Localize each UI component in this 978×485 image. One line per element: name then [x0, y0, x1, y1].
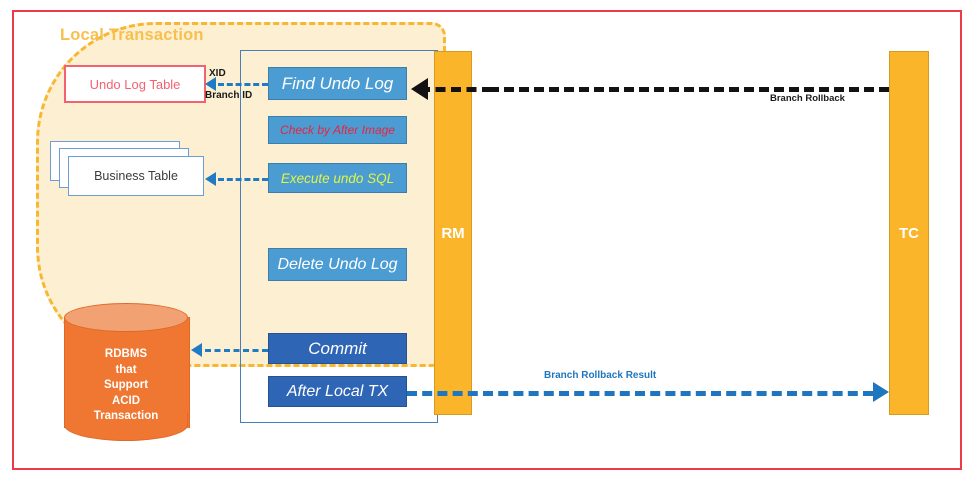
connector-commit-to-rdbms: [205, 349, 268, 352]
connector-branch-rollback-tail: [420, 87, 492, 92]
business-table-card-front: Business Table: [68, 156, 204, 196]
step-delete-undo-log[interactable]: Delete Undo Log: [268, 248, 407, 281]
rdbms-line-5: Transaction: [93, 410, 159, 422]
step-commit[interactable]: Commit: [268, 333, 407, 364]
arrowhead-branch-rollback-result: [873, 382, 889, 402]
local-transaction-label: Local Transaction: [60, 26, 204, 44]
undo-log-table: Undo Log Table: [64, 65, 206, 103]
tc-bar: TC: [889, 51, 929, 415]
business-table-stack: Business Table: [50, 141, 215, 203]
step-commit-label: Commit: [308, 338, 367, 358]
connector-branch-rollback-result: [407, 391, 873, 396]
arrowhead-branch-rollback: [411, 78, 428, 100]
arrowhead-to-rdbms: [191, 343, 202, 357]
rdbms-line-3: Support: [103, 379, 149, 391]
rdbms-cylinder: RDBMS that Support ACID Transaction: [64, 303, 190, 442]
step-find-undo-log-label: Find Undo Log: [281, 73, 394, 93]
step-find-undo-log[interactable]: Find Undo Log: [268, 67, 407, 100]
connector-execute-undo-sql-to-business-table: [218, 178, 268, 181]
rm-bar: RM: [434, 51, 472, 415]
xid-label: XID: [209, 68, 226, 79]
cylinder-body: [64, 317, 190, 428]
step-execute-undo-sql-label: Execute undo SQL: [280, 170, 395, 186]
arrowhead-to-undo-log-table: [205, 77, 216, 91]
business-table-label: Business Table: [94, 169, 178, 183]
rdbms-line-1: RDBMS: [104, 348, 148, 360]
step-after-local-tx[interactable]: After Local TX: [268, 376, 407, 407]
rm-label: RM: [441, 224, 465, 242]
cylinder-bottom: [64, 413, 188, 441]
rm-flow-container: [240, 50, 438, 423]
step-check-by-after-image[interactable]: Check by After Image: [268, 116, 407, 144]
connector-find-undo-log-to-undo-log-table: [218, 83, 268, 86]
rdbms-label: RDBMS that Support ACID Transaction: [64, 347, 188, 425]
branch-id-label: Branch ID: [205, 90, 253, 101]
branch-rollback-result-label: Branch Rollback Result: [544, 370, 657, 381]
step-execute-undo-sql[interactable]: Execute undo SQL: [268, 163, 407, 193]
tc-label: TC: [899, 224, 919, 242]
cylinder-top: [64, 303, 188, 332]
undo-log-table-label: Undo Log Table: [89, 76, 181, 92]
step-check-by-after-image-label: Check by After Image: [280, 123, 395, 137]
step-delete-undo-log-label: Delete Undo Log: [277, 255, 398, 273]
step-after-local-tx-label: After Local TX: [286, 382, 389, 400]
branch-rollback-label: Branch Rollback: [770, 93, 845, 104]
connector-branch-rollback: [489, 87, 889, 92]
rdbms-line-2: that: [115, 363, 137, 376]
rdbms-line-4: ACID: [111, 394, 141, 407]
outer-frame: [12, 10, 962, 470]
arrowhead-to-business-table: [205, 172, 216, 186]
